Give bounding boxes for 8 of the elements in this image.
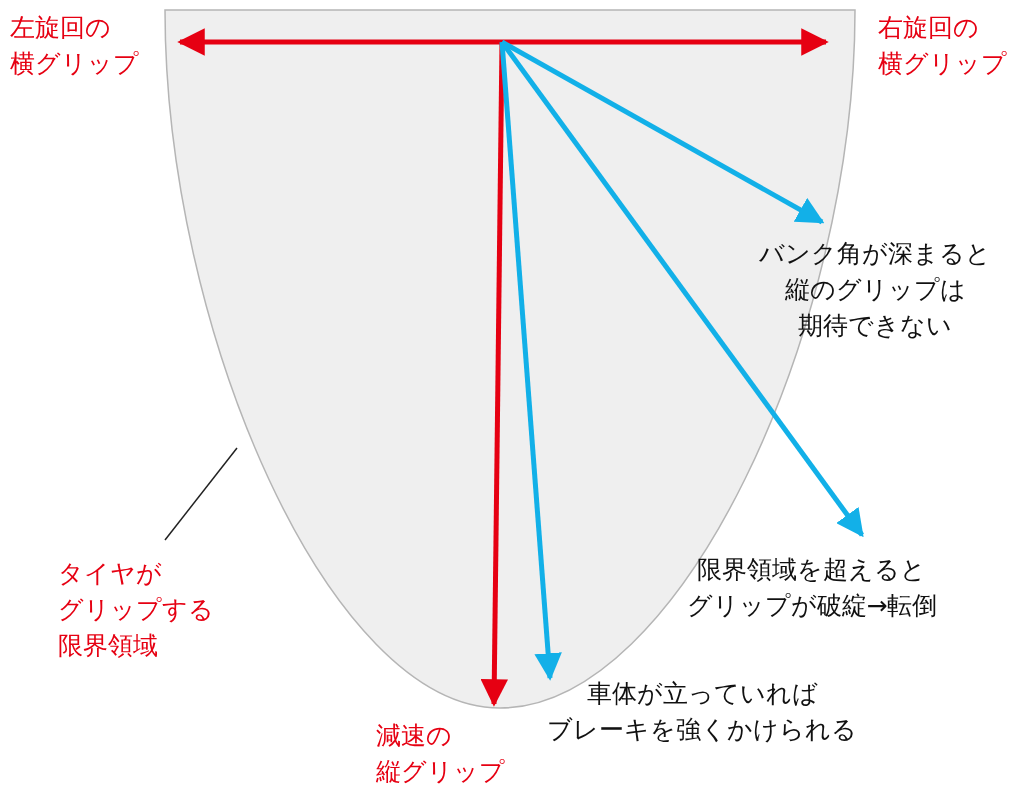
grip-label: 右旋回の横グリップ	[878, 12, 1007, 80]
annotation-text: バンク角が深まると縦のグリップは期待できない	[759, 238, 991, 342]
annotation-text: 車体が立っていればブレーキを強くかけられる	[547, 678, 857, 746]
leader-line	[164, 447, 238, 541]
grip-label: 減速の縦グリップ	[376, 720, 505, 788]
region-label: タイヤがグリップする限界領域	[58, 556, 214, 664]
annotation-text: 限界領域を超えるとグリップが破綻→転倒	[686, 554, 938, 622]
grip-label: 左旋回の横グリップ	[10, 12, 139, 80]
